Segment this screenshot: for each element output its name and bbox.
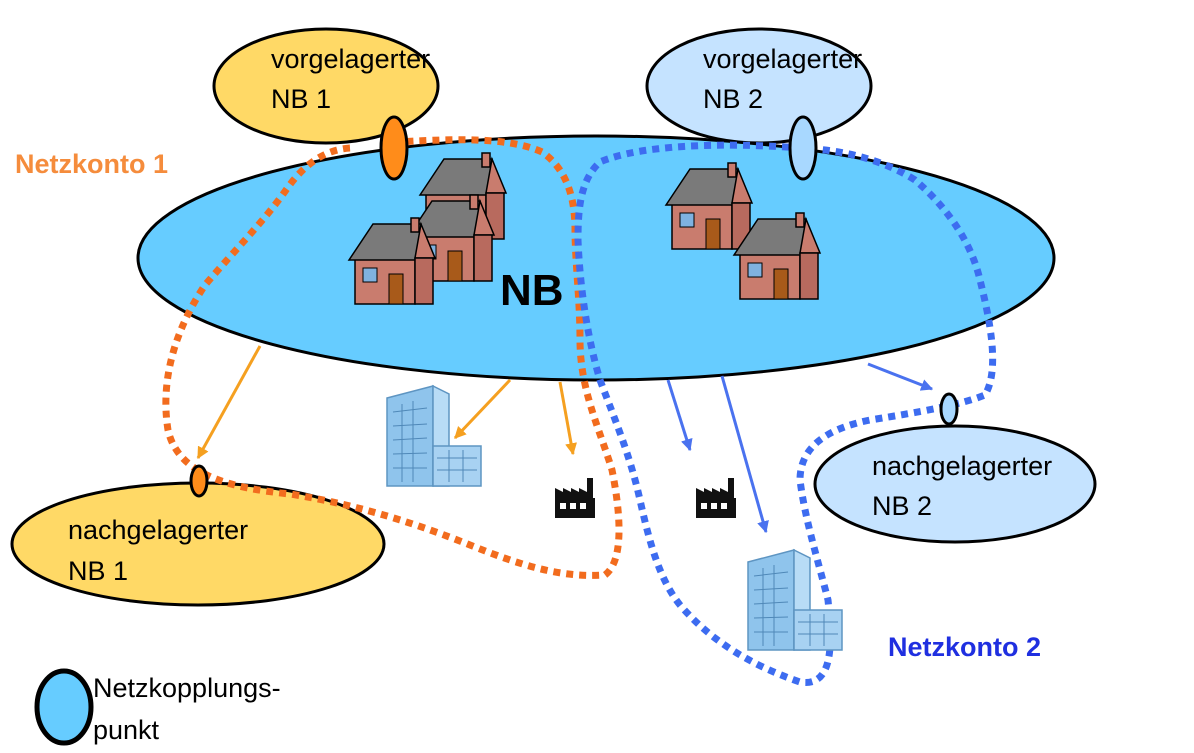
legend-coupling-point-icon: [34, 668, 94, 746]
downstream-nb1-line1: nachgelagerter: [68, 515, 248, 545]
upstream-nb2-line2: NB 2: [703, 84, 763, 114]
factory-icon: [696, 478, 736, 518]
legend-line2: punkt: [93, 715, 160, 745]
legend-line1: Netzkopplungs-: [93, 673, 281, 703]
account2-label: Netzkonto 2: [888, 632, 1041, 662]
upstream-nb1-line1: vorgelagerter: [271, 44, 430, 74]
upstream-nb1-ellipse: [212, 27, 440, 145]
coupling-point-downstream2: [939, 392, 959, 426]
central-nb-ellipse: [136, 134, 1056, 382]
downstream-nb2-line2: NB 2: [872, 491, 932, 521]
coupling-point-upstream1: [379, 115, 409, 181]
flow-arrow-4: [666, 379, 693, 452]
coupling-point-upstream2: [788, 115, 818, 181]
office-building-icon: [386, 385, 482, 487]
central-nb-label: NB: [500, 266, 564, 315]
factory-icon: [555, 478, 595, 518]
upstream-nb1-line2: NB 1: [271, 84, 331, 114]
downstream-nb1-line2: NB 1: [68, 556, 128, 586]
flow-arrow-6: [867, 362, 934, 391]
downstream-nb2-ellipse: [813, 424, 1097, 544]
coupling-point-downstream1: [189, 464, 209, 498]
account2-boundary: [574, 141, 997, 686]
upstream-nb2-line1: vorgelagerter: [703, 44, 862, 74]
flow-arrow-5: [720, 375, 769, 534]
account1-label: Netzkonto 1: [15, 149, 168, 179]
flow-arrow-3: [558, 381, 577, 456]
flow-arrow-2: [453, 378, 512, 440]
flow-arrow-1: [196, 345, 262, 460]
downstream-nb2-line1: nachgelagerter: [872, 451, 1052, 481]
